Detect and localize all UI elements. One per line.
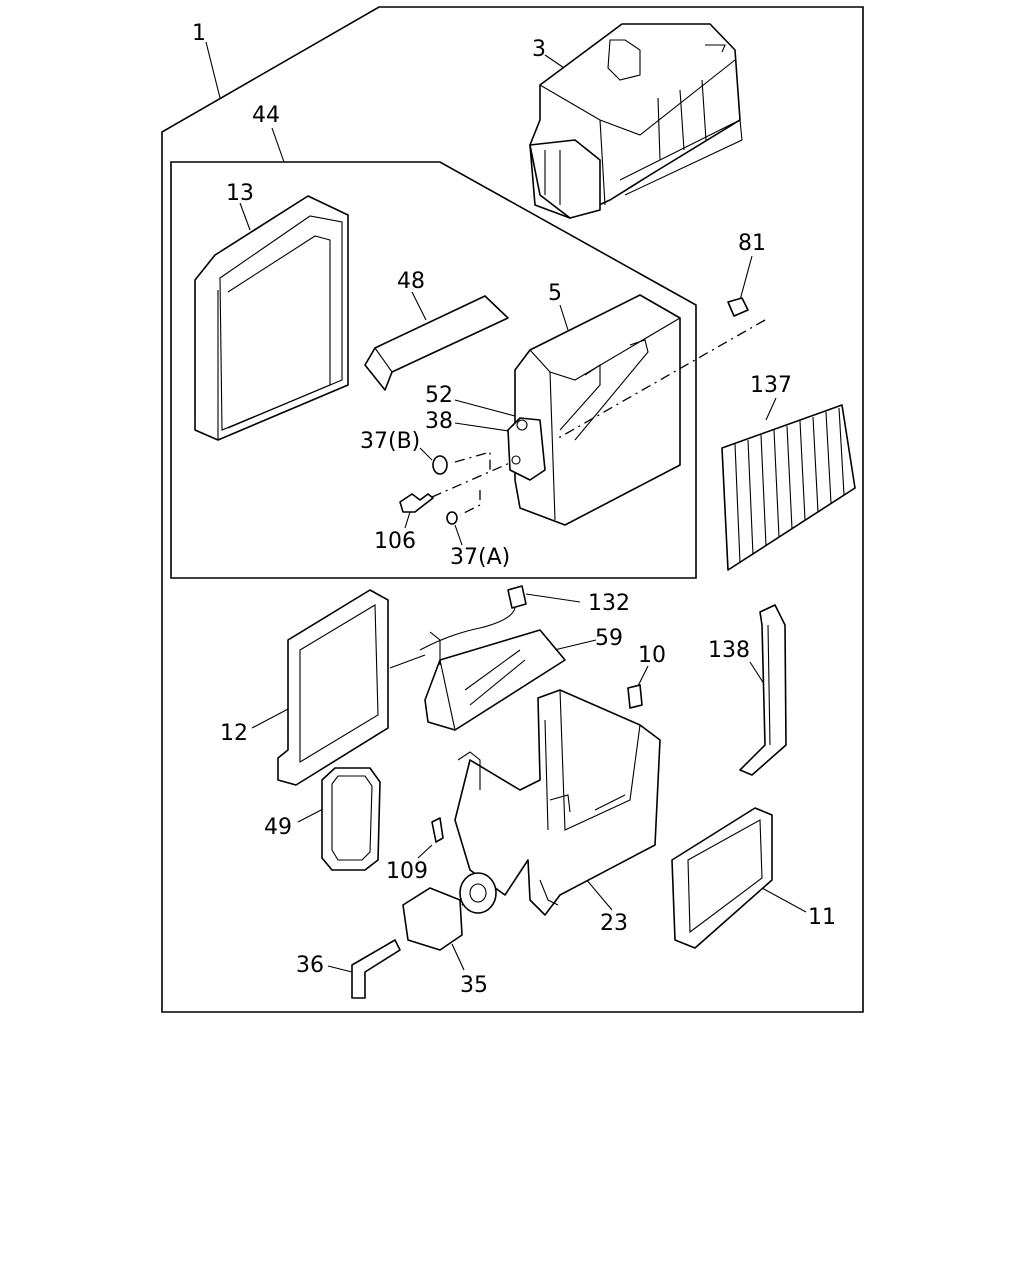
callout-12: 12	[220, 721, 248, 746]
callout-11: 11	[808, 905, 836, 930]
seal-12	[277, 589, 389, 786]
strip-48	[364, 295, 509, 391]
callout-5: 5	[548, 281, 562, 306]
filter-137	[721, 404, 856, 571]
callout-37b: 37(B)	[360, 429, 420, 454]
dashed-line-oring	[454, 451, 491, 516]
bracket-138	[739, 604, 787, 776]
o-ring-37a	[446, 511, 458, 525]
callout-137: 137	[750, 373, 792, 398]
assembly-frame	[161, 6, 864, 1013]
callout-37a: 37(A)	[450, 545, 510, 570]
clip-81	[727, 297, 749, 317]
evaporator-core	[507, 294, 681, 526]
o-ring-37b	[432, 455, 448, 475]
callout-13: 13	[226, 181, 254, 206]
callout-132: 132	[588, 591, 630, 616]
callout-36: 36	[296, 953, 324, 978]
lower-case-23	[454, 689, 661, 916]
callout-38: 38	[425, 409, 453, 434]
connector-132	[419, 585, 527, 651]
dashed-line-81	[554, 319, 766, 441]
seal-frame-13	[194, 195, 349, 441]
callout-52: 52	[425, 383, 453, 408]
callout-10: 10	[638, 643, 666, 668]
subassembly-frame	[170, 161, 697, 579]
callout-23: 23	[600, 911, 628, 936]
callout-109: 109	[386, 859, 428, 884]
callout-49: 49	[264, 815, 292, 840]
seal-11	[671, 807, 773, 949]
callout-44: 44	[252, 103, 280, 128]
upper-case-part	[529, 23, 743, 219]
screw-109	[431, 817, 444, 843]
callout-labels: 1 3 44 13 48 5 81 52 38 37(B) 137 106 37…	[192, 21, 836, 998]
callout-59: 59	[595, 626, 623, 651]
callout-138: 138	[708, 638, 750, 663]
callout-35: 35	[460, 973, 488, 998]
callout-81: 81	[738, 231, 766, 256]
bolt-106	[399, 493, 434, 513]
bracket-59	[389, 629, 566, 731]
callout-48: 48	[397, 269, 425, 294]
gasket-49	[321, 767, 381, 871]
callout-3: 3	[532, 37, 546, 62]
hose-36	[351, 939, 401, 999]
clip-10	[627, 684, 643, 709]
dashed-line-bolt	[431, 461, 513, 498]
callout-1: 1	[192, 21, 206, 46]
motor-35	[402, 872, 497, 951]
callout-106: 106	[374, 529, 416, 554]
